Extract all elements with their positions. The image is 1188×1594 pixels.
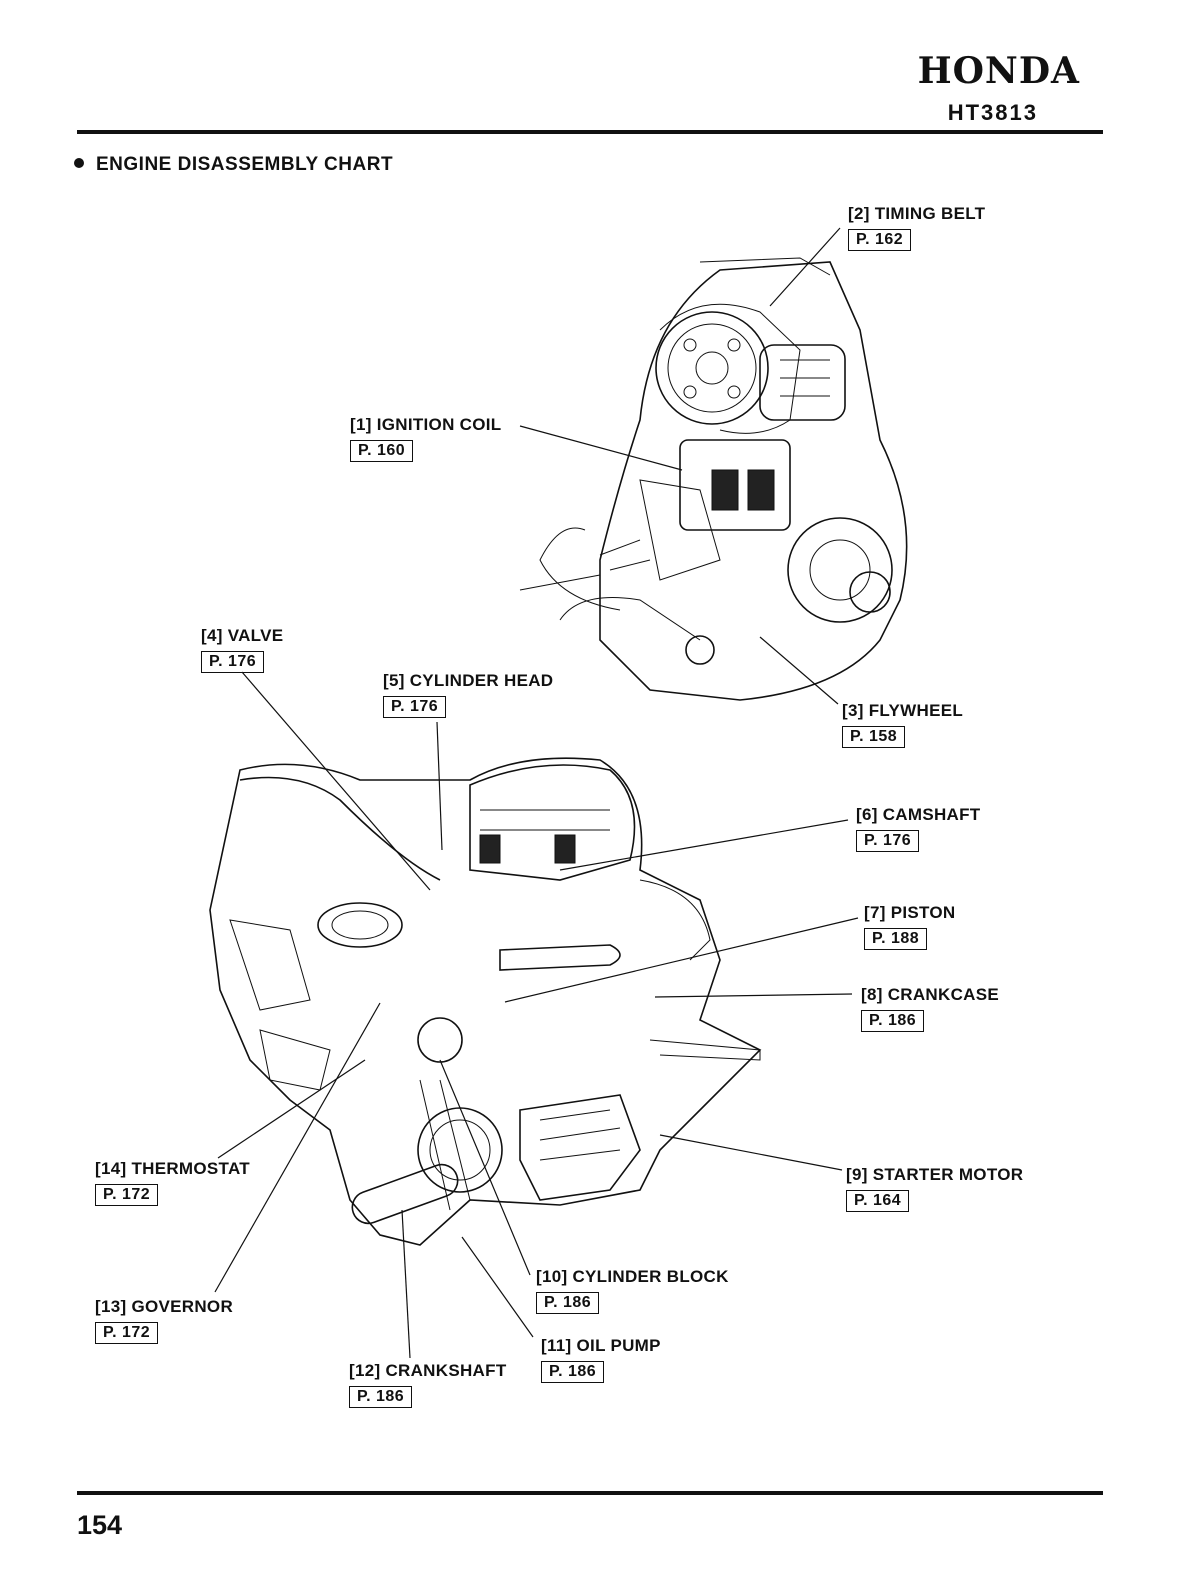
page-reference: P. 158 bbox=[842, 726, 906, 748]
page-reference: P. 176 bbox=[856, 830, 920, 852]
callout-label: [5] CYLINDER HEAD bbox=[383, 671, 554, 690]
section-title-text: ENGINE DISASSEMBLY CHART bbox=[96, 154, 394, 175]
model-number: HT3813 bbox=[947, 100, 1038, 125]
callout-ignition-coil: [1] IGNITION COIL P. 160 bbox=[350, 415, 501, 462]
callout-flywheel: [3] FLYWHEEL P. 158 bbox=[842, 701, 963, 748]
page-reference: P. 162 bbox=[848, 229, 912, 251]
page-reference: P. 186 bbox=[349, 1386, 413, 1408]
bullet-icon bbox=[74, 157, 84, 168]
callout-label: [6] CAMSHAFT bbox=[856, 805, 981, 824]
callout-piston: [7] PISTON P. 188 bbox=[864, 903, 955, 950]
callout-label: [7] PISTON bbox=[864, 903, 956, 922]
page-reference: P. 172 bbox=[95, 1184, 159, 1206]
section-title: ENGINE DISASSEMBLY CHART bbox=[74, 154, 393, 176]
callout-label: [2] TIMING BELT bbox=[848, 204, 986, 223]
callout-label: [11] OIL PUMP bbox=[541, 1336, 661, 1355]
callout-governor: [13] GOVERNOR P. 172 bbox=[95, 1297, 233, 1344]
honda-logo: HONDA bbox=[917, 50, 1080, 92]
callout-label: [10] CYLINDER BLOCK bbox=[536, 1267, 729, 1286]
callout-label: [14] THERMOSTAT bbox=[95, 1159, 250, 1178]
callout-label: [8] CRANKCASE bbox=[861, 985, 1000, 1004]
callout-timing-belt: [2] TIMING BELT P. 162 bbox=[848, 204, 985, 251]
callout-thermostat: [14] THERMOSTAT P. 172 bbox=[95, 1159, 250, 1206]
callout-camshaft: [6] CAMSHAFT P. 176 bbox=[856, 805, 980, 852]
footer-rule bbox=[77, 1491, 1103, 1495]
page-reference: P. 186 bbox=[861, 1010, 925, 1032]
page-reference: P. 160 bbox=[350, 440, 414, 462]
callout-starter-motor: [9] STARTER MOTOR P. 164 bbox=[846, 1165, 1023, 1212]
callout-label: [9] STARTER MOTOR bbox=[846, 1165, 1024, 1184]
callout-valve: [4] VALVE P. 176 bbox=[201, 626, 283, 673]
page-reference: P. 176 bbox=[201, 651, 265, 673]
page-reference: P. 176 bbox=[383, 696, 447, 718]
callout-oil-pump: [11] OIL PUMP P. 186 bbox=[541, 1336, 661, 1383]
header-rule bbox=[77, 130, 1103, 134]
upper-engine-assembly bbox=[519, 257, 908, 701]
page-reference: P. 164 bbox=[846, 1190, 910, 1212]
callout-cylinder-head: [5] CYLINDER HEAD P. 176 bbox=[383, 671, 553, 718]
callout-label: [3] FLYWHEEL bbox=[842, 701, 964, 720]
callout-crankcase: [8] CRANKCASE P. 186 bbox=[861, 985, 999, 1032]
page-number: 154 bbox=[77, 1510, 123, 1540]
leader-lines bbox=[214, 227, 859, 1359]
page-reference: P. 188 bbox=[864, 928, 928, 950]
page-reference: P. 186 bbox=[541, 1361, 605, 1383]
lower-engine-assembly bbox=[209, 757, 762, 1246]
page-reference: P. 172 bbox=[95, 1322, 159, 1344]
page-reference: P. 186 bbox=[536, 1292, 600, 1314]
callout-cylinder-block: [10] CYLINDER BLOCK P. 186 bbox=[536, 1267, 729, 1314]
callout-label: [4] VALVE bbox=[201, 626, 284, 645]
callout-label: [12] CRANKSHAFT bbox=[349, 1361, 507, 1380]
callout-label: [1] IGNITION COIL bbox=[350, 415, 502, 434]
callout-crankshaft: [12] CRANKSHAFT P. 186 bbox=[349, 1361, 507, 1408]
callout-label: [13] GOVERNOR bbox=[95, 1297, 234, 1316]
